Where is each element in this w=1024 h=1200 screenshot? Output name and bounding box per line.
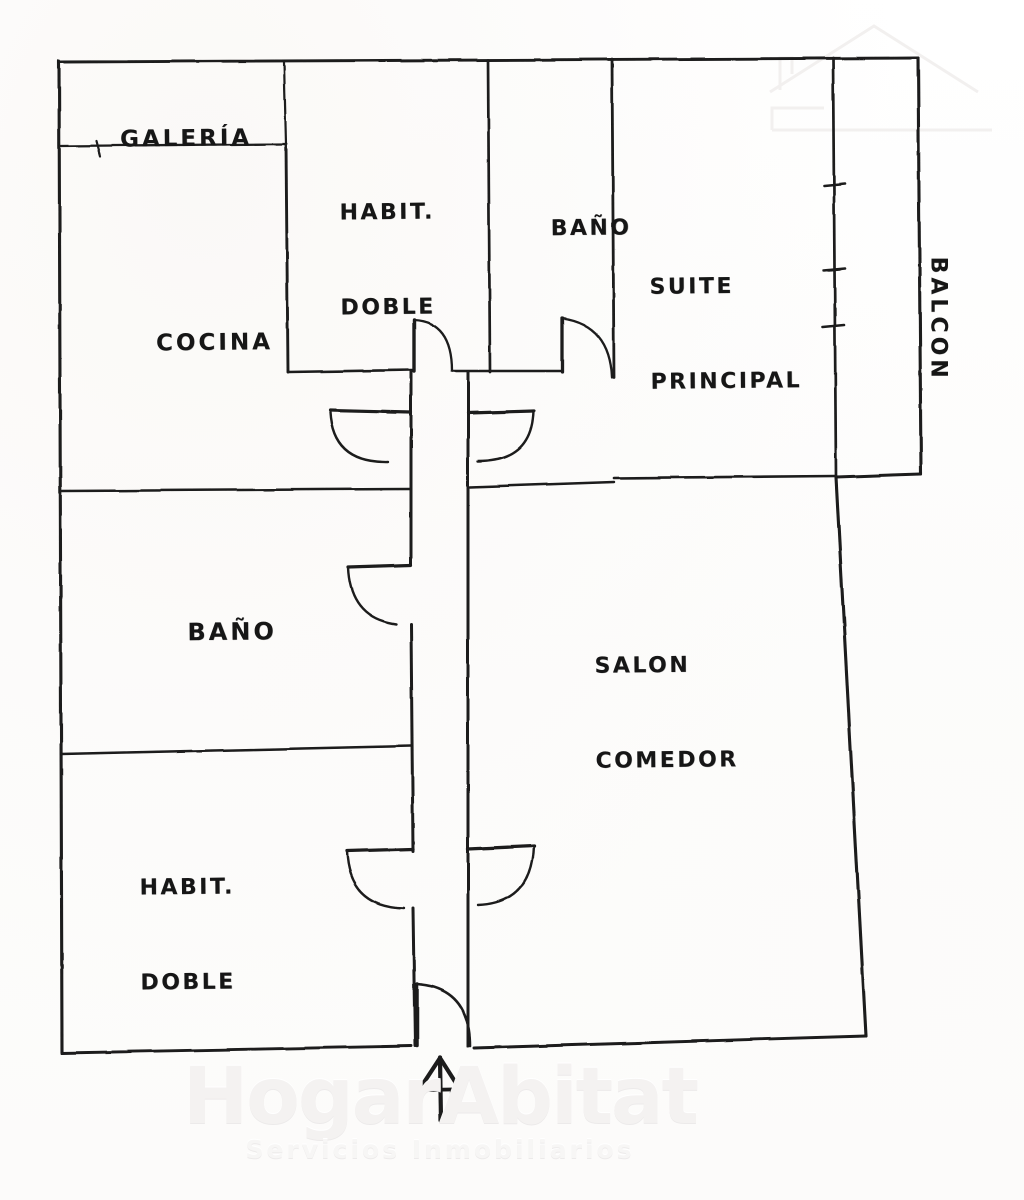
door-swing-bano-superior	[560, 316, 614, 380]
room-label-cocina: COCINA	[111, 293, 273, 395]
wall-galeria-right-upper	[282, 60, 288, 146]
room-label-bano-inferior-text: BAÑO	[187, 617, 277, 647]
door-leaf-cocina-corridor	[328, 408, 413, 414]
room-label-salon-line2: COMEDOR	[595, 747, 739, 775]
room-label-balcon: BALCON	[890, 210, 986, 382]
wall-exterior-right-balcony	[916, 56, 923, 476]
room-label-habit-inferior-line2: DOBLE	[140, 969, 236, 996]
entrance-arrow-icon	[409, 1055, 465, 1124]
room-label-habit-superior-line1: HABIT.	[339, 199, 436, 226]
room-label-habit-superior-line2: DOBLE	[340, 294, 436, 321]
door-jamb-galeria	[94, 139, 102, 158]
door-swing-entrance	[415, 982, 472, 1048]
room-label-bano-superior-text: BAÑO	[550, 215, 632, 242]
wall-mid-horizontal-right	[468, 480, 616, 489]
room-label-habit-doble-superior: HABIT. DOBLE	[339, 133, 437, 389]
room-label-suite-line1: SUITE	[649, 273, 735, 300]
wall-balcony-inner	[831, 56, 838, 479]
wall-bano-superior-right	[610, 57, 616, 380]
door-leaf-bano-inferior	[346, 563, 413, 569]
door-swing-bano-inferior	[346, 565, 398, 626]
wall-exterior-left	[57, 59, 64, 1055]
room-label-bano-inferior: BAÑO	[141, 579, 277, 685]
door-leaf-salon-corridor-upper	[466, 409, 536, 415]
wall-suite-bottom	[612, 474, 838, 480]
room-label-suite-line2: PRINCIPAL	[650, 368, 803, 396]
room-label-suite-principal: SUITE PRINCIPAL	[649, 206, 803, 463]
room-label-bano-superior: BAÑO	[510, 180, 633, 277]
door-swing-habit-inferior	[345, 849, 406, 910]
room-label-galeria: GALERÍA	[75, 89, 252, 191]
window-tick-balcony-1	[822, 182, 847, 188]
wall-exterior-bottom-right	[472, 1034, 868, 1050]
wall-lower-horizontal	[59, 744, 413, 756]
window-tick-balcony-2	[822, 267, 847, 273]
room-label-habit-inferior-line1: HABIT.	[139, 874, 236, 901]
wall-corridor-left-middle	[409, 622, 415, 853]
wall-balcony-bottom	[834, 472, 923, 479]
door-leaf-habit-inferior	[345, 847, 415, 853]
door-swing-salon-corridor-lower	[476, 844, 536, 907]
wall-corridor-left-lower	[411, 906, 417, 1048]
door-leaf-salon-corridor-lower	[466, 844, 536, 851]
wall-exterior-bottom-left	[60, 1044, 413, 1055]
wall-cocina-right	[284, 142, 290, 374]
wall-habit-superior-bottom	[286, 368, 414, 374]
room-label-salon-line1: SALON	[594, 652, 691, 679]
door-swing-habit-superior	[412, 318, 454, 373]
door-swing-cocina-corridor	[328, 410, 390, 464]
room-label-habit-doble-inferior: HABIT. DOBLE	[139, 808, 237, 1064]
window-tick-balcony-3	[821, 323, 846, 329]
door-swing-salon-corridor-upper	[476, 409, 536, 463]
room-label-salon-comedor: SALON COMEDOR	[594, 585, 740, 842]
wall-habit-superior-right	[486, 58, 492, 374]
wall-exterior-right-lower	[834, 475, 868, 1038]
wall-mid-horizontal-left	[59, 487, 412, 493]
room-label-balcon-text: BALCON	[925, 256, 951, 382]
room-label-galeria-text: GALERÍA	[119, 125, 253, 153]
room-label-cocina-text: COCINA	[155, 329, 274, 357]
